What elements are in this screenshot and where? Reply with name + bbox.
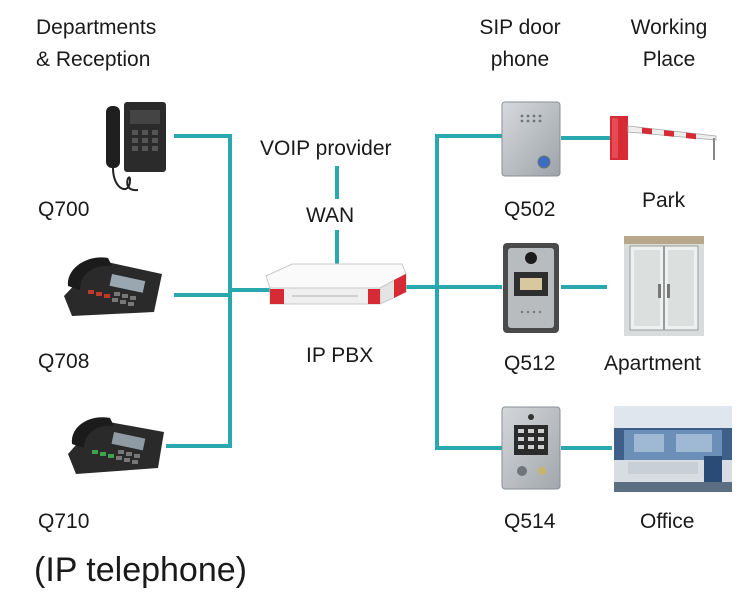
sip-door-phone-header: SIP door phone	[479, 16, 561, 71]
q512-door-phone-image	[503, 243, 559, 333]
q514-door-phone-image	[501, 406, 561, 490]
q708-phone-image	[64, 257, 162, 316]
working-place-header: Working Place	[630, 16, 708, 71]
ip-pbx-label: IP PBX	[306, 344, 374, 367]
voip-provider-label: VOIP provider	[260, 137, 392, 160]
q710-phone-image	[68, 417, 164, 474]
q700-label: Q700	[38, 198, 90, 221]
q514-label: Q514	[504, 510, 556, 533]
park-barrier-gate-image	[610, 116, 717, 160]
q502-label: Q502	[504, 198, 556, 221]
apartment-label: Apartment	[604, 352, 701, 375]
q512-label: Q512	[504, 352, 556, 375]
office-interior-image	[614, 406, 732, 492]
q708-label: Q708	[38, 350, 90, 373]
departments-header: Departments & Reception	[36, 16, 157, 71]
q700-phone-image	[106, 102, 166, 192]
office-label: Office	[640, 510, 695, 533]
park-label: Park	[642, 189, 686, 212]
q502-door-phone-image	[501, 101, 561, 177]
wan-label: WAN	[306, 204, 355, 227]
apartment-glass-door-image	[624, 236, 704, 336]
ip-telephone-caption: (IP telephone)	[34, 551, 247, 589]
ip-pbx-device	[265, 263, 407, 305]
q710-label: Q710	[38, 510, 90, 533]
